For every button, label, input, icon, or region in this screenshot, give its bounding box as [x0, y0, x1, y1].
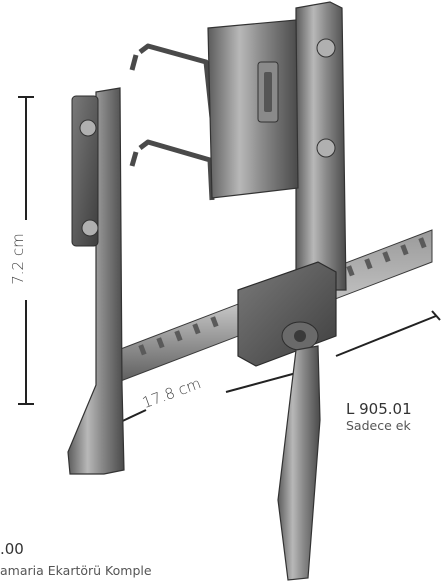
- left-arm: [67, 87, 125, 475]
- product-description-left: amaria Ekartörü Komple: [0, 563, 152, 578]
- right-arm: [295, 1, 347, 291]
- height-dimension-label: 7.2 cm: [9, 233, 27, 285]
- product-code-left: .00: [0, 540, 24, 558]
- blade-plate: [207, 19, 299, 199]
- blade-clip: [129, 43, 215, 201]
- product-code-right: L 905.01: [346, 400, 412, 418]
- height-dimension-line: [18, 96, 34, 405]
- product-description-right: Sadece ek: [346, 418, 411, 433]
- handle: [277, 345, 321, 581]
- sliding-block: [237, 261, 337, 367]
